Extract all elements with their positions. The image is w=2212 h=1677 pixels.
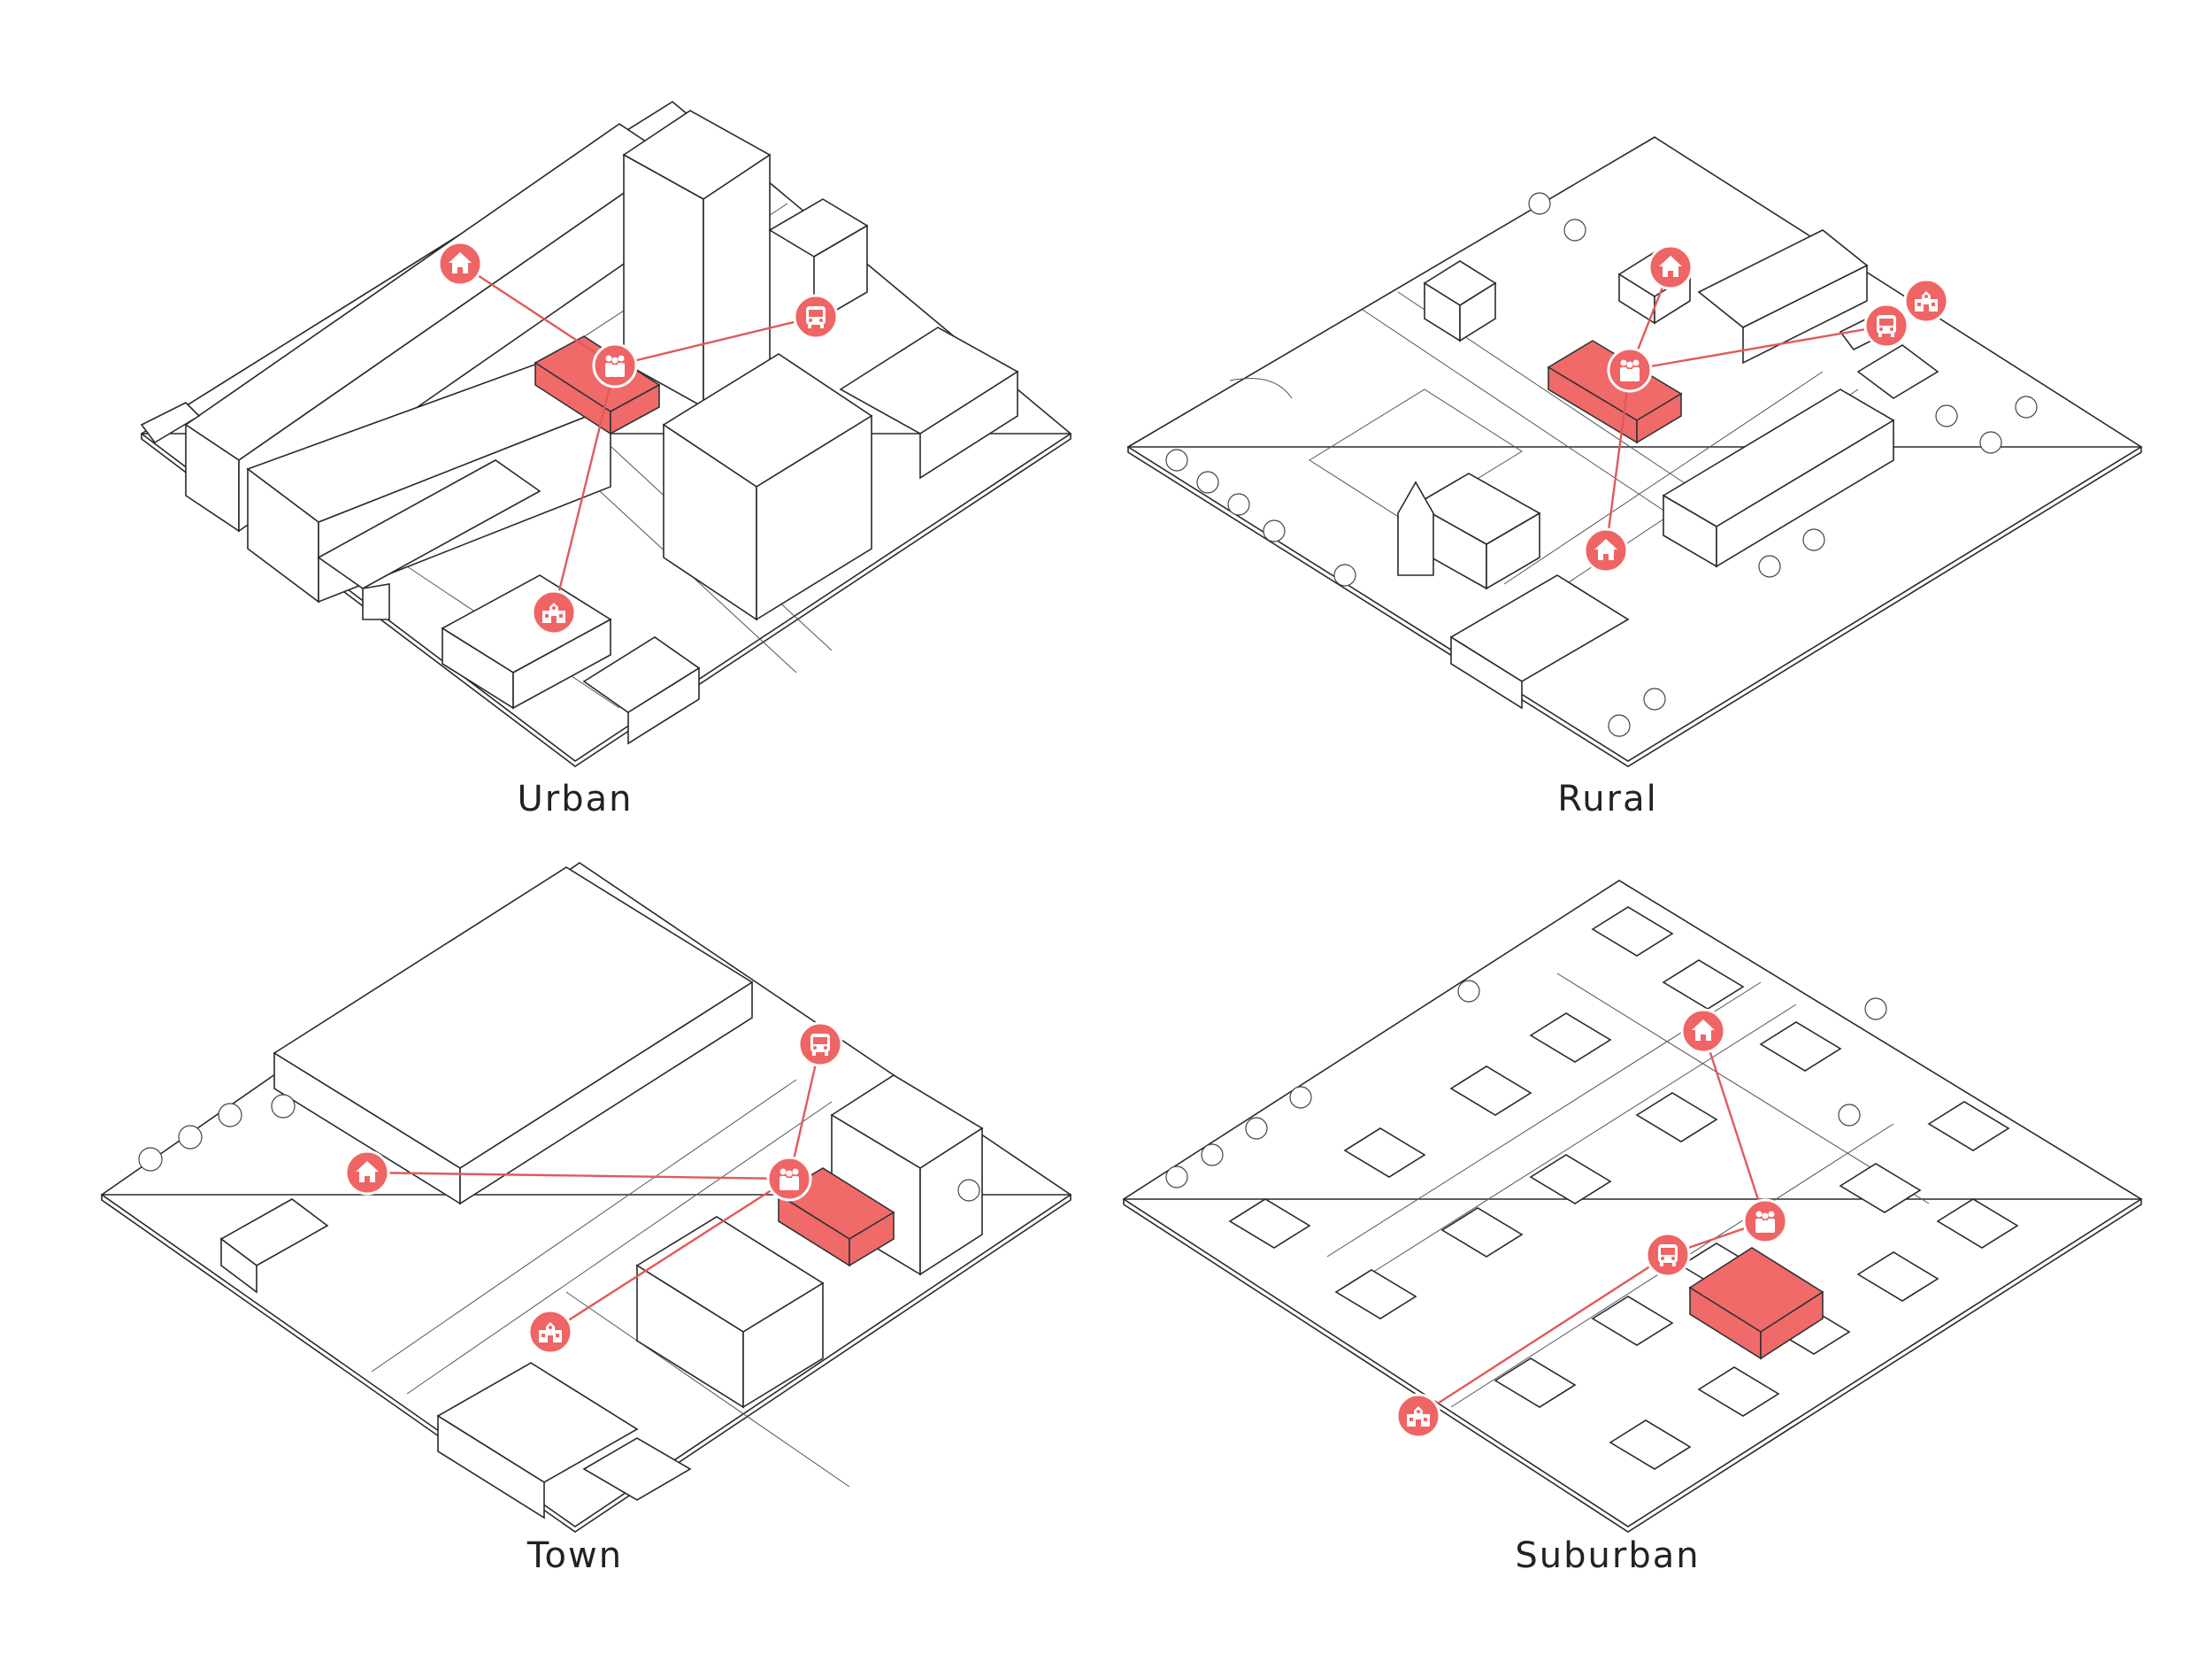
urban-pin-community xyxy=(594,344,636,387)
panel-caption-suburban: Suburban xyxy=(1515,1535,1700,1576)
urban-pin-school xyxy=(533,591,575,634)
suburban-trees xyxy=(1166,981,1886,1188)
rural-pin-community xyxy=(1609,349,1651,391)
suburban-panel xyxy=(1124,881,2141,1532)
town-pin-home xyxy=(346,1151,388,1194)
community-people-icon xyxy=(1620,360,1640,382)
urban-pin-home xyxy=(439,242,481,285)
rural-buildings xyxy=(1398,230,1938,708)
suburban-pin-school xyxy=(1397,1395,1440,1437)
suburban-pin-community xyxy=(1744,1200,1786,1242)
community-people-icon xyxy=(605,356,625,378)
rural-trees xyxy=(1166,193,2037,736)
community-people-icon xyxy=(1755,1212,1775,1234)
panel-caption-urban: Urban xyxy=(518,779,634,819)
rural-pin-school xyxy=(1905,280,1947,322)
urban-buildings xyxy=(142,111,1018,743)
community-people-icon xyxy=(780,1169,799,1191)
panel-caption-town: Town xyxy=(527,1535,623,1576)
town-panel xyxy=(102,863,1071,1532)
suburban-houses xyxy=(1230,907,2017,1469)
town-pin-community xyxy=(768,1158,810,1200)
suburban-pin-bus xyxy=(1647,1234,1689,1276)
panel-caption-rural: Rural xyxy=(1557,779,1657,819)
urban-panel xyxy=(142,102,1071,766)
town-pin-bus xyxy=(799,1023,841,1065)
rural-pin-home-north xyxy=(1649,246,1692,288)
urban-pin-bus xyxy=(795,296,837,338)
suburban-roads xyxy=(1327,973,1929,1407)
town-buildings xyxy=(221,867,982,1518)
town-pin-school xyxy=(529,1311,572,1353)
rural-pin-bus xyxy=(1865,304,1908,347)
rural-panel xyxy=(1128,137,2141,766)
rural-pin-home-south xyxy=(1585,529,1627,572)
suburban-pin-home xyxy=(1682,1010,1724,1052)
